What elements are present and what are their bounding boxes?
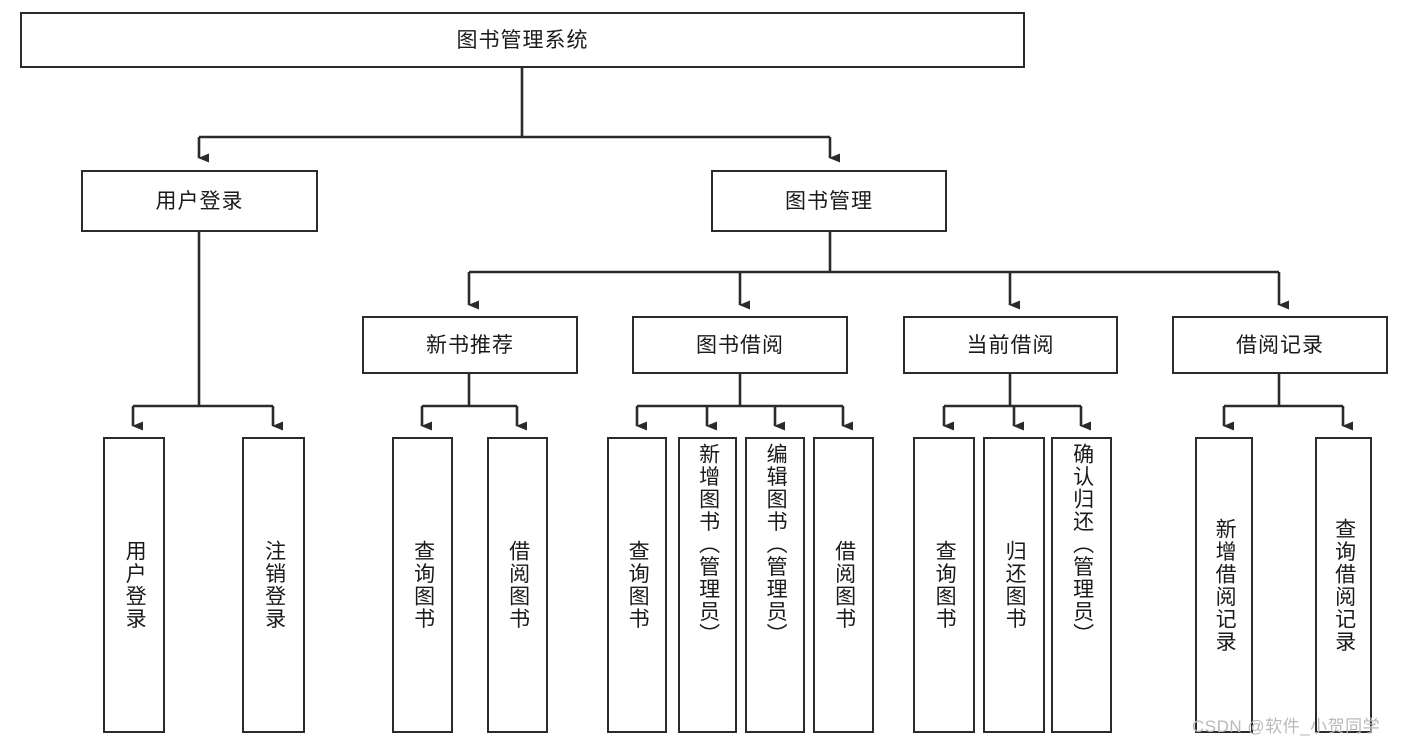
- leaf-query-book-recommend[interactable]: 查询图书: [392, 437, 453, 733]
- node-label: 图书管理: [785, 189, 873, 213]
- leaf-label: 查询图书: [933, 540, 957, 630]
- leaf-label: 用户登录: [123, 540, 147, 630]
- node-label: 新书推荐: [426, 333, 514, 357]
- csdn-watermark: CSDN @软件_小贺同学: [1192, 717, 1381, 736]
- node-label: 图书借阅: [696, 333, 784, 357]
- leaf-label: 编辑图书（管理员）: [764, 443, 788, 646]
- leaf-query-book-borrow[interactable]: 查询图书: [607, 437, 667, 733]
- leaf-label: 借阅图书: [506, 540, 530, 630]
- leaf-logout[interactable]: 注销登录: [242, 437, 305, 733]
- node-root-label: 图书管理系统: [456, 28, 589, 52]
- leaf-add-book-admin[interactable]: 新增图书（管理员）: [678, 437, 737, 733]
- leaf-label: 新增借阅记录: [1213, 517, 1237, 653]
- leaf-user-login[interactable]: 用户登录: [103, 437, 165, 733]
- node-label: 用户登录: [155, 189, 244, 213]
- leaf-label: 查询图书: [411, 540, 435, 630]
- leaf-confirm-return-admin[interactable]: 确认归还（管理员）: [1051, 437, 1112, 733]
- node-root[interactable]: 图书管理系统: [20, 12, 1025, 68]
- node-label: 借阅记录: [1236, 333, 1324, 357]
- leaf-query-book-current[interactable]: 查询图书: [913, 437, 975, 733]
- node-book-borrow[interactable]: 图书借阅: [632, 316, 848, 374]
- leaf-label: 归还图书: [1003, 540, 1027, 630]
- leaf-borrow-book[interactable]: 借阅图书: [813, 437, 874, 733]
- node-borrow-records[interactable]: 借阅记录: [1172, 316, 1388, 374]
- leaf-label: 确认归还（管理员）: [1070, 443, 1094, 646]
- node-book-management[interactable]: 图书管理: [711, 170, 947, 232]
- leaf-borrow-book-recommend[interactable]: 借阅图书: [487, 437, 548, 733]
- node-user-login[interactable]: 用户登录: [81, 170, 318, 232]
- leaf-edit-book-admin[interactable]: 编辑图书（管理员）: [745, 437, 805, 733]
- leaf-label: 查询借阅记录: [1332, 517, 1356, 653]
- node-current-borrow[interactable]: 当前借阅: [903, 316, 1118, 374]
- leaf-return-book[interactable]: 归还图书: [983, 437, 1045, 733]
- leaf-add-borrow-record[interactable]: 新增借阅记录: [1195, 437, 1253, 733]
- leaf-label: 查询图书: [626, 540, 650, 630]
- leaf-label: 借阅图书: [832, 540, 856, 630]
- node-label: 当前借阅: [966, 333, 1055, 357]
- leaf-label: 新增图书（管理员）: [696, 443, 720, 646]
- leaf-label: 注销登录: [262, 540, 286, 630]
- node-new-book-recommend[interactable]: 新书推荐: [362, 316, 578, 374]
- leaf-query-borrow-record[interactable]: 查询借阅记录: [1315, 437, 1372, 733]
